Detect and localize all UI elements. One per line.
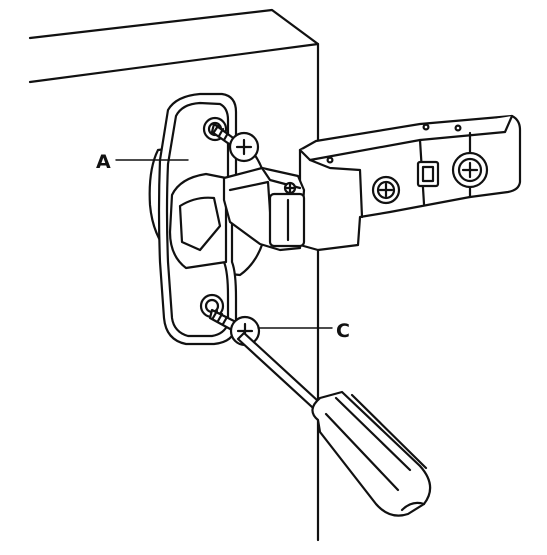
top-screw: [210, 122, 260, 163]
label-a: A: [96, 151, 111, 173]
label-c: C: [336, 320, 350, 342]
hinge-knuckle: [222, 166, 306, 252]
arm-screw-front: [371, 175, 401, 205]
hinge-arm: [298, 114, 522, 252]
cabinet-panel: [28, 8, 320, 542]
arm-screw-rear: [451, 151, 489, 189]
mounting-plate: [157, 92, 238, 346]
screwdriver: [236, 331, 432, 517]
